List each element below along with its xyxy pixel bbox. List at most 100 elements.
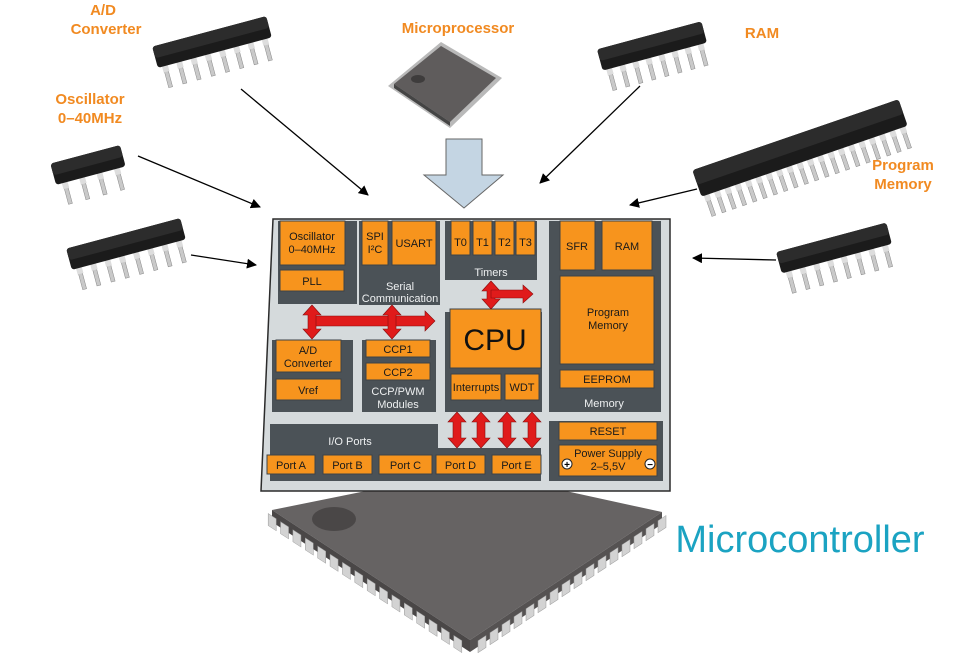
- bus-arrow: [471, 411, 491, 449]
- oscillator-label: Oscillator: [289, 231, 335, 243]
- io-ports-label: I/O Ports: [328, 436, 372, 448]
- eeprom-block: [559, 369, 655, 389]
- communication-label: Communication: [362, 293, 438, 305]
- i2c-label: I²C: [368, 244, 383, 256]
- ccp1-label: CCP1: [383, 344, 412, 356]
- arrow-left-chip: [190, 254, 257, 269]
- reset-label: RESET: [590, 426, 627, 438]
- ram-title: RAM: [745, 25, 779, 42]
- dip-chip-icon: [776, 223, 893, 294]
- oscillator-title: Oscillator: [55, 91, 124, 108]
- ad-converter-block: [275, 339, 342, 373]
- cpu-label: CPU: [463, 324, 526, 357]
- external-chips: [51, 16, 912, 294]
- modules-label: Modules: [377, 399, 419, 411]
- sfr-label: SFR: [566, 241, 588, 253]
- converter-title: Converter: [71, 21, 142, 38]
- ccp1-block: [365, 339, 431, 358]
- spi-i2c-block: [361, 220, 389, 266]
- port-label: Port B: [332, 460, 363, 472]
- interrupts-block: [450, 373, 502, 401]
- arrow-ram: [539, 85, 641, 184]
- minus-icon: −: [647, 460, 653, 471]
- ram-label: RAM: [615, 241, 639, 253]
- port-block[interactable]: [322, 454, 373, 475]
- dip-chip-icon: [693, 100, 912, 217]
- microprocessor-chip-icon: [388, 42, 502, 128]
- power-supply-label: Power Supply: [574, 448, 642, 460]
- arrow-oscillator: [137, 155, 261, 209]
- port-block[interactable]: [435, 454, 486, 475]
- microcontroller-title: Microcontroller: [675, 519, 925, 561]
- oscillator-freq: 0–40MHz: [288, 244, 335, 256]
- ccp-pwm-label: CCP/PWM: [371, 386, 424, 398]
- memory-title: Memory: [874, 176, 932, 193]
- pll-label: PLL: [302, 276, 322, 288]
- bus-arrow: [447, 411, 467, 449]
- eeprom-label: EEPROM: [583, 374, 631, 386]
- converter-label: Converter: [284, 358, 333, 370]
- vref-label: Vref: [298, 385, 319, 397]
- dip-chip-icon: [597, 22, 709, 91]
- arrow-right-chip: [692, 253, 777, 264]
- timer-block: [450, 220, 471, 256]
- pll-block: [279, 269, 345, 292]
- microcontroller-chip-icon: [267, 470, 667, 654]
- wdt-label: WDT: [509, 382, 534, 394]
- timer-label: T1: [476, 237, 489, 249]
- plus-icon: +: [564, 460, 570, 471]
- serial-label: Serial: [386, 281, 414, 293]
- timer-block: [472, 220, 493, 256]
- port-label: Port C: [390, 460, 421, 472]
- arrow-ad: [240, 88, 369, 196]
- timer-block: [494, 220, 515, 256]
- spi-label: SPI: [366, 231, 384, 243]
- voltage-label: 2–5,5V: [591, 461, 627, 473]
- sfr-block: [559, 220, 596, 271]
- timer-block: [515, 220, 536, 256]
- ccp2-label: CCP2: [383, 367, 412, 379]
- power-supply-block: [558, 444, 658, 477]
- program-memory-block: [559, 275, 655, 365]
- timer-label: T0: [454, 237, 467, 249]
- ad-converter-title: A/D: [90, 2, 116, 19]
- port-label: Port A: [276, 460, 307, 472]
- dip-chip-icon: [152, 16, 273, 89]
- program-label: Program: [587, 307, 629, 319]
- connection-arrows: [137, 85, 777, 269]
- timers-label: Timers: [474, 267, 508, 279]
- oscillator-freq-title: 0–40MHz: [58, 110, 122, 127]
- bus-arrows: [302, 280, 542, 449]
- ccp2-block: [365, 362, 431, 381]
- usart-block: [391, 220, 437, 266]
- port-label: Port D: [445, 460, 476, 472]
- memory-block-label: Memory: [588, 320, 628, 332]
- bus-arrow: [382, 304, 402, 340]
- microcontroller-board: Oscillator 0–40MHz PLL SPI I²C USART Ser…: [260, 218, 671, 492]
- usart-label: USART: [395, 238, 432, 250]
- port-block[interactable]: [266, 454, 316, 475]
- cpu-block: [449, 308, 542, 369]
- interrupts-label: Interrupts: [453, 382, 500, 394]
- bus-arrow: [497, 411, 517, 449]
- oscillator-block: [279, 220, 346, 266]
- port-label: Port E: [501, 460, 532, 472]
- port-block[interactable]: [491, 454, 542, 475]
- ram-block: [601, 220, 653, 271]
- ad-label: A/D: [299, 345, 317, 357]
- dip-chip-icon: [51, 145, 125, 205]
- bus-arrow: [522, 411, 542, 449]
- microprocessor-title: Microprocessor: [402, 20, 515, 37]
- port-block[interactable]: [378, 454, 433, 475]
- down-arrow-icon: [422, 138, 505, 209]
- arrow-program-memory: [629, 188, 698, 208]
- dip-chip-icon: [66, 218, 187, 291]
- vref-block: [275, 378, 342, 401]
- program-title: Program: [872, 157, 934, 174]
- bus-arrow: [311, 310, 436, 332]
- reset-block: [558, 421, 658, 441]
- wdt-block: [504, 373, 540, 401]
- timer-label: T2: [498, 237, 511, 249]
- bus-arrow: [490, 284, 534, 304]
